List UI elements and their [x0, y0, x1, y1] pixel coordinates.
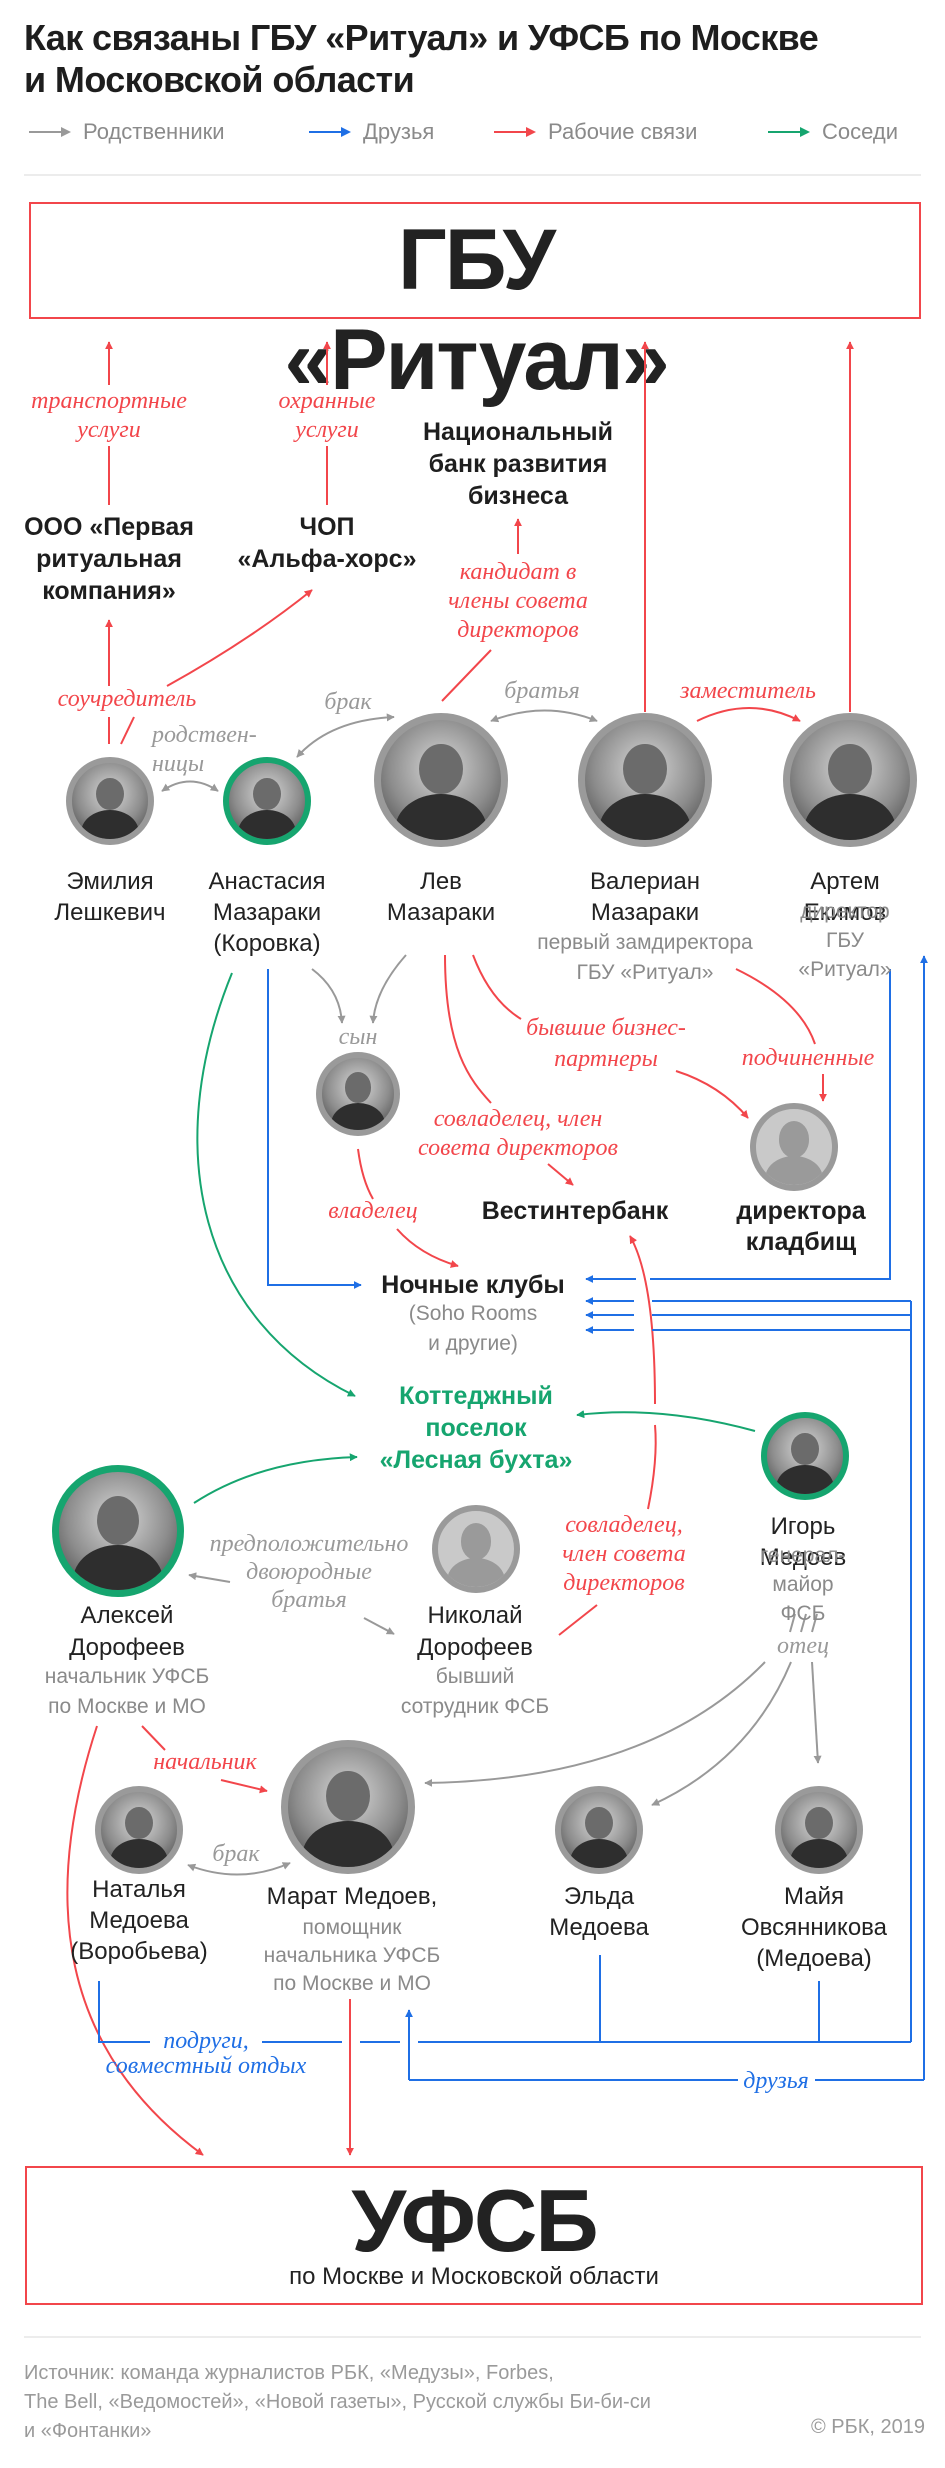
friend-links	[98, 955, 928, 2081]
name-lev: Лев Мазараки	[386, 868, 496, 926]
photo-lev	[374, 713, 508, 847]
blue-arrow-icon	[309, 126, 351, 138]
role-alexey: начальник УФСБ по Москве и МО	[44, 1665, 210, 1718]
copyright: © РБК, 2019	[810, 2416, 925, 2438]
ufsb-box	[25, 2166, 923, 2305]
legend-label: Соседи	[822, 119, 899, 144]
name-igor: Игорь Медоев	[759, 1513, 847, 1571]
source-note: Источник: команда журналистов РБК, «Меду…	[24, 2362, 651, 2442]
photo-valerian	[578, 713, 712, 847]
photo-maya	[775, 1786, 863, 1874]
label-father: отец	[777, 1633, 829, 1659]
label-son: сын	[338, 1024, 378, 1050]
role-marat: помощник начальника УФСБ по Москве и МО	[263, 1916, 441, 1995]
legend-label: Рабочие связи	[548, 119, 698, 144]
label-relatives: родствен- ницы	[152, 722, 257, 777]
label-friends: друзья	[743, 2068, 809, 2094]
ritual-title: ГБУ «Ритуал»	[284, 212, 669, 408]
ufsb-subtitle: по Москве и Московской области	[289, 2263, 659, 2290]
role-nikolay: бывший сотрудник ФСБ	[400, 1665, 550, 1718]
photo-emilia	[66, 757, 154, 845]
label-deputy: заместитель	[680, 678, 816, 704]
gray-arrow-icon	[29, 126, 71, 138]
photo-alexey	[52, 1465, 184, 1597]
name-nikolay: Николай Дорофеев	[417, 1602, 533, 1661]
nightclubs-note: (Soho Rooms и другие)	[408, 1302, 538, 1355]
photo-son	[316, 1052, 400, 1136]
label-coowner: совладелец, член совета директоров	[418, 1106, 618, 1161]
photo-anastasia	[223, 757, 311, 845]
label-coowner-2: совладелец, член совета директоров	[562, 1512, 686, 1596]
label-girlfriends: подруги, совместный отдых	[105, 2028, 307, 2079]
photo-artem	[783, 713, 917, 847]
photo-natalia	[95, 1786, 183, 1874]
label-owner: владелец	[328, 1198, 418, 1224]
label-former-partners: бывшие бизнес- партнеры	[526, 1015, 686, 1072]
org-chop: ЧОП «Альфа-хорс»	[237, 513, 417, 573]
red-arrow-icon	[494, 126, 536, 138]
anonymous-avatar-icon	[432, 1505, 520, 1593]
label-cousins: предположительно двоюродные братья	[209, 1531, 409, 1613]
org-natbank: Национальный банк развития бизнеса	[422, 418, 614, 510]
label-marriage-2: брак	[212, 1841, 260, 1867]
legend-item-relatives: Родственники	[29, 119, 225, 145]
legend-label: Друзья	[363, 119, 435, 144]
name-alexey: Алексей Дорофеев	[69, 1602, 185, 1661]
legend-label: Родственники	[83, 119, 225, 144]
photo-marat	[281, 1740, 415, 1874]
divider	[24, 174, 921, 176]
work-links	[66, 341, 854, 2156]
ritual-box	[29, 202, 921, 319]
role-igor: генерал-майор ФСБ	[760, 1544, 846, 1625]
org-nightclubs: Ночные клубы	[381, 1271, 565, 1299]
org-vestinterbank: Вестинтербанк	[481, 1197, 669, 1225]
legend-item-work: Рабочие связи	[494, 119, 697, 145]
name-valerian: Валериан Мазараки	[589, 868, 701, 926]
legend-item-neighbors: Соседи	[768, 119, 898, 145]
legend-item-friends: Друзья	[309, 119, 434, 145]
neighbor-links	[193, 972, 756, 1504]
role-valerian: первый замдиректора ГБУ «Ритуал»	[537, 931, 753, 984]
label-guard: охранные услуги	[278, 388, 376, 443]
name-artem: Артем Екимов	[803, 868, 887, 926]
org-cottage: Коттеджный поселок «Лесная бухта»	[379, 1382, 573, 1474]
photo-igor	[761, 1412, 849, 1500]
label-boss: начальник	[153, 1749, 257, 1775]
label-cofounder: соучредитель	[57, 686, 197, 712]
photo-elda	[555, 1786, 643, 1874]
label-transport: транспортные услуги	[31, 388, 187, 443]
label-candidate: кандидат в члены совета директоров	[448, 559, 588, 643]
name-natalia: Наталья Медоева (Воробьева)	[70, 1876, 208, 1965]
name-marat: Марат Медоев,	[266, 1883, 438, 1910]
name-maya: Майя Овсянникова (Медоева)	[740, 1883, 888, 1972]
label-subordinates: подчиненные	[741, 1045, 875, 1071]
page-title: Как связаны ГБУ «Ритуал» и УФСБ по Москв…	[24, 17, 819, 100]
divider	[24, 2336, 921, 2338]
label-brothers: братья	[504, 678, 580, 704]
label-marriage: брак	[324, 689, 372, 715]
org-first-ritual: ООО «Первая ритуальная компания»	[24, 513, 194, 605]
name-emilia: Эмилия Лешкевич	[54, 868, 166, 926]
family-links	[161, 709, 822, 1876]
name-anastasia: Анастасия Мазараки (Коровка)	[208, 868, 326, 957]
org-cemetery-directors: директора кладбищ	[736, 1197, 866, 1256]
anonymous-avatar-icon	[750, 1103, 838, 1191]
green-arrow-icon	[768, 126, 810, 138]
ufsb-title: УФСБ	[351, 2171, 598, 2270]
name-elda: Эльда Медоева	[549, 1883, 649, 1941]
role-artem: директор ГБУ «Ритуал»	[798, 900, 892, 981]
